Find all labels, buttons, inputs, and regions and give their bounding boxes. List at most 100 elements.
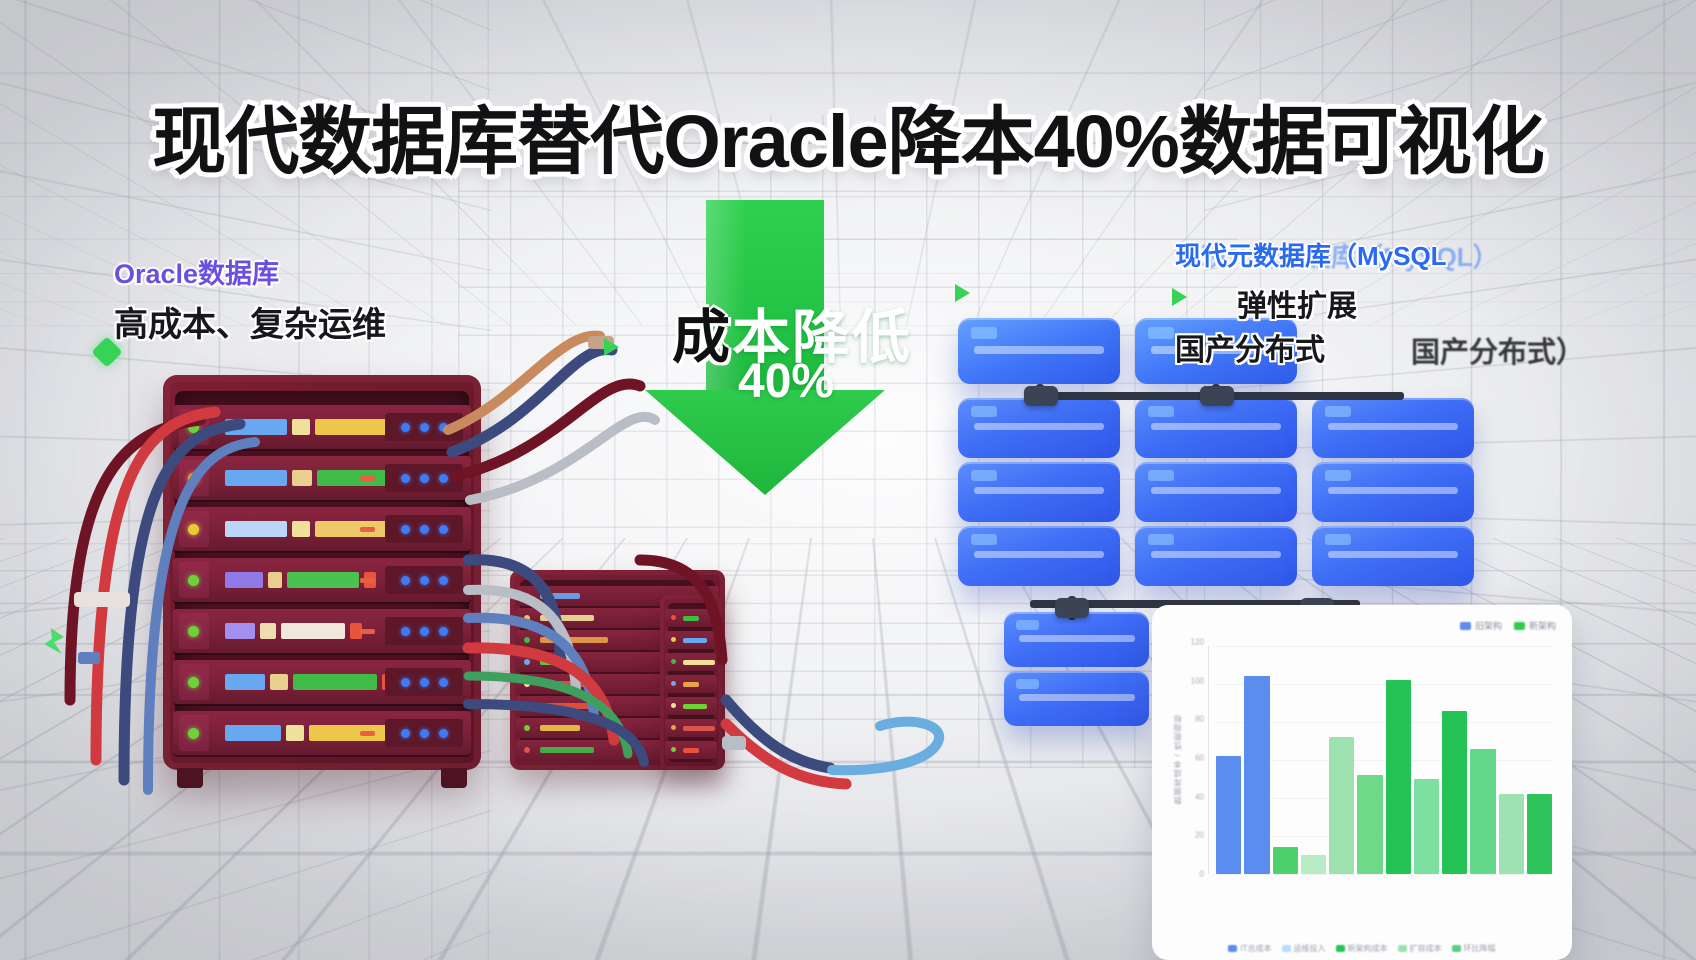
blade-status-led	[188, 422, 199, 433]
cluster-joint-1	[1024, 386, 1058, 406]
blade-bar	[540, 725, 580, 731]
chart-y-tick: 40	[1195, 792, 1204, 802]
cluster-node-col2	[1135, 526, 1297, 586]
blade-dash-indicator	[360, 527, 375, 532]
rack-blade	[173, 405, 471, 449]
oracle-label-kicker: Oracle数据库	[114, 259, 280, 289]
chart-gridline	[1214, 836, 1552, 837]
chart-y-axis-line	[1208, 646, 1209, 874]
blade-led	[671, 747, 676, 752]
cluster-node-top-right	[1135, 318, 1297, 384]
blade-bar	[683, 748, 699, 753]
page-title: 现代数据库替代Oracle降本40%数据可视化	[152, 100, 1545, 183]
chart-y-tick: 60	[1195, 753, 1204, 763]
tertiary-rack-blade	[665, 741, 717, 759]
cluster-joint-2	[1200, 386, 1234, 406]
blade-led	[671, 659, 676, 664]
arrow-caption: 成本降低	[672, 290, 912, 374]
blade-port-panel	[385, 566, 463, 594]
marker-triangle-icon-3	[1172, 288, 1187, 306]
chart-y-tick: 120	[1190, 637, 1204, 647]
oracle-tertiary-rack	[660, 595, 722, 770]
legend-swatch	[1228, 945, 1238, 952]
cost-reduction-arrow	[645, 200, 885, 495]
legend-label: 新架构成本	[1347, 944, 1388, 953]
chart-bar	[1526, 794, 1552, 874]
modern-label-line1: 弹性扩展	[1237, 290, 1357, 323]
cluster-node-col3	[1312, 462, 1474, 522]
blade-led	[524, 747, 530, 753]
legend-swatch	[1459, 621, 1471, 630]
tertiary-rack-blade	[665, 697, 717, 715]
blade-bar	[540, 593, 580, 599]
chart-gridline	[1214, 797, 1552, 799]
blade-led	[671, 725, 676, 730]
oracle-label-main: 高成本、复杂运维	[114, 306, 386, 344]
chart-legend-item: 新架构	[1513, 619, 1556, 632]
blade-bar	[683, 682, 699, 687]
legend-label: 扩容成本	[1409, 944, 1442, 953]
blade-bar	[540, 637, 608, 643]
blade-dash-indicator	[360, 731, 375, 736]
blade-port-panel	[385, 668, 463, 696]
chart-bar	[1357, 775, 1383, 874]
legend-swatch	[1513, 621, 1525, 630]
blade-bar	[540, 747, 594, 753]
blade-bar	[540, 659, 580, 665]
rack-blade	[173, 609, 471, 653]
arrow-caption-outside: 成	[672, 305, 733, 370]
blade-bar	[683, 660, 715, 665]
blade-dash-indicator	[360, 476, 375, 481]
tertiary-rack-blade	[665, 675, 717, 693]
blade-bar	[683, 726, 715, 731]
rack-blade	[173, 558, 471, 602]
rack-foot-right	[441, 768, 467, 788]
legend-label: 新架构	[1528, 621, 1556, 631]
legend-swatch	[1281, 945, 1291, 952]
blade-led	[524, 703, 530, 709]
tertiary-rack-blade	[665, 631, 717, 649]
modern-label-kicker: 现代元数据库（MySQL	[1175, 241, 1447, 271]
tertiary-rack-blade	[665, 609, 717, 627]
chart-y-tick: 0	[1199, 869, 1204, 879]
cluster-bus-bottom	[1030, 600, 1360, 608]
rack-blade	[173, 711, 471, 755]
chart-gridlines	[1214, 646, 1552, 875]
cluster-node-top-left	[958, 318, 1120, 384]
blade-led	[671, 681, 676, 686]
marker-triangle-icon-1	[604, 338, 619, 356]
blade-led	[524, 593, 530, 599]
chart-bar	[1244, 676, 1270, 874]
arrow-caption-inside: 本降低	[732, 305, 913, 370]
blade-port-panel	[385, 617, 463, 645]
rack-blade	[173, 507, 471, 551]
chart-bars	[1216, 646, 1552, 874]
chart-bar	[1442, 710, 1468, 874]
chart-legend: 旧架构新架构	[1168, 619, 1556, 632]
cluster-node-col1	[958, 398, 1120, 458]
chart-bar	[1300, 855, 1326, 874]
tertiary-rack-blade	[665, 653, 717, 671]
blade-status-led	[188, 728, 199, 739]
blade-bar	[540, 681, 594, 687]
chart-bar	[1470, 748, 1496, 874]
blade-dash-indicator	[360, 578, 375, 583]
blade-status-led	[188, 677, 199, 688]
cluster-node-col3	[1312, 526, 1474, 586]
chart-series-legend-item: 扩容成本	[1397, 943, 1442, 954]
rack-foot-left	[177, 768, 203, 788]
legend-label: 运维投入	[1293, 944, 1326, 953]
legend-swatch	[1397, 945, 1407, 952]
blade-bar	[683, 616, 699, 621]
modern-label-block: 现代元数据库（MySQL） 现代元数据库（MySQL 弹性扩展 国产分布式） 国…	[1175, 236, 1585, 369]
blade-led	[671, 703, 676, 708]
legend-label: 环比降幅	[1463, 944, 1496, 953]
blade-indicator-bars	[225, 674, 394, 690]
modern-label-line2: 国产分布式	[1175, 334, 1325, 367]
blade-port-panel	[385, 464, 463, 492]
rack-blade	[173, 456, 471, 500]
blade-bar	[683, 704, 707, 709]
chart-y-tick: 100	[1190, 676, 1204, 686]
blade-led	[524, 637, 530, 643]
